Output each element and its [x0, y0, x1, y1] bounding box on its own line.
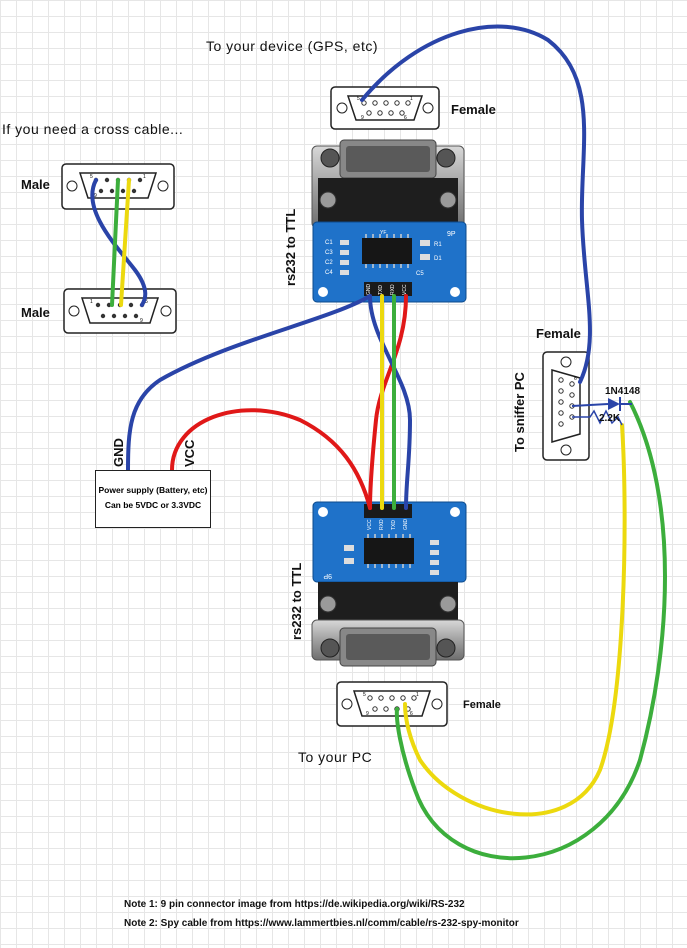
part-label-d1: D1 [434, 256, 442, 262]
wire-blue-module-link [368, 294, 413, 510]
pin-number: 5 [90, 174, 93, 180]
label-female-pc: Female [463, 699, 501, 711]
label-to-pc: To your PC [298, 749, 373, 765]
wire-green-sniffer [394, 400, 667, 861]
pin-number: 5 [357, 96, 360, 102]
pin-number: 1 [143, 174, 146, 180]
cap-label-c2: C2 [325, 260, 333, 266]
pin-txd-label: TXD [378, 285, 384, 295]
sniffer-components [571, 397, 632, 426]
label-diode: 1N4148 [605, 386, 641, 397]
label-to-sniffer: To sniffer PC [512, 372, 527, 452]
wire-yellow-cross [119, 178, 131, 307]
label-gnd: GND [111, 438, 126, 467]
pin-number: 5 [145, 299, 148, 305]
db9-female-pc: 5 1 9 6 [336, 681, 448, 727]
wire-green-cross [110, 178, 120, 307]
pin-number: 9 [366, 711, 369, 717]
board-label: 9P [447, 231, 456, 238]
pin-vcc-label: VCC [402, 284, 408, 295]
pin-number: 6 [574, 376, 577, 382]
label-resistor: 2.2K [599, 413, 621, 424]
cap-label-c1: C1 [325, 240, 333, 246]
wire-yellow-sniffer [403, 423, 627, 817]
chip-label: YF [380, 230, 386, 236]
pin-rxd-label: RXD [379, 519, 385, 530]
label-module-bottom: rs232 to TTL [289, 562, 304, 640]
pin-number: 1 [90, 299, 93, 305]
cap-label-c3: C3 [325, 250, 333, 256]
module-top: C1 C3 C2 C4 R1 D1 C5 YF 9P GND TXD RXD V… [311, 139, 467, 303]
wire-blue-gnd [126, 294, 372, 472]
pin-number: 5 [363, 692, 366, 698]
label-female-sniffer: Female [536, 326, 581, 341]
board-label: 9P [323, 572, 332, 579]
cap-label-c4: C4 [325, 270, 333, 276]
label-male-top: Male [21, 177, 50, 192]
module-bottom: VCC RXD TXD GND 9P [311, 501, 467, 667]
pin-vcc-label: VCC [367, 519, 373, 530]
note-1: Note 1: 9 pin connector image from https… [124, 899, 465, 910]
power-supply-line2: Can be 5VDC or 3.3VDC [104, 500, 202, 510]
power-supply-line1: Power supply (Battery, etc) [98, 485, 208, 495]
label-to-device: To your device (GPS, etc) [206, 38, 379, 54]
label-vcc: VCC [182, 439, 197, 467]
wire-blue-cross [90, 178, 148, 307]
pin-gnd-label: GND [403, 519, 409, 531]
pin-number: 1 [416, 692, 419, 698]
pin-number: 9 [94, 193, 97, 199]
wire-red-module-link [368, 294, 408, 510]
pin-number: 6 [404, 115, 407, 121]
pin-rxd-label: RXD [390, 284, 396, 295]
cap-label-c5: C5 [416, 271, 424, 277]
pin-number: 1 [410, 96, 413, 102]
pin-gnd-label: GND [366, 284, 372, 296]
label-cross-cable: If you need a cross cable... [2, 121, 184, 137]
note-2: Note 2: Spy cable from https://www.lamme… [124, 918, 519, 929]
pin-number: 9 [140, 318, 143, 324]
label-female-device: Female [451, 102, 496, 117]
power-supply-box: Power supply (Battery, etc) Can be 5VDC … [95, 470, 211, 528]
wire-blue-device-sniffer [360, 24, 592, 384]
pin-number: 9 [361, 115, 364, 121]
db9-female-device: 5 1 9 6 [330, 86, 440, 130]
wire-red-vcc [170, 408, 372, 510]
label-module-top: rs232 to TTL [283, 208, 298, 286]
pin-number: 6 [410, 711, 413, 717]
label-male-bottom: Male [21, 305, 50, 320]
part-label-r1: R1 [434, 242, 442, 248]
pin-txd-label: TXD [391, 520, 397, 530]
